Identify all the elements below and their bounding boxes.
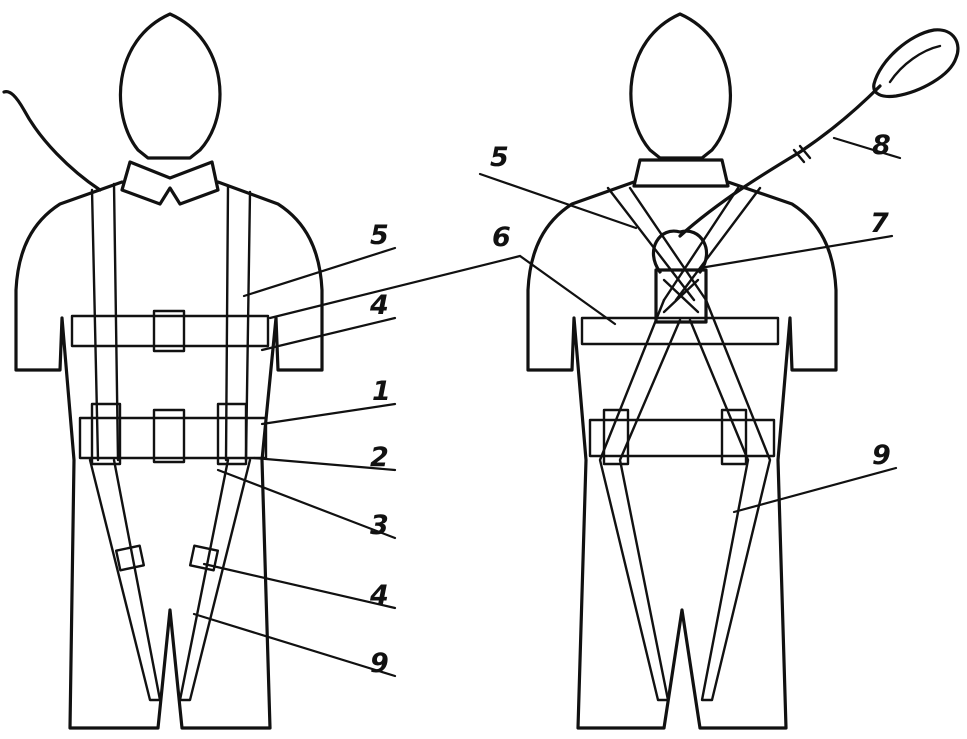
back-lanyard-binding xyxy=(792,144,812,164)
shared-callout-labels: 6 xyxy=(492,222,511,253)
leader-shared-6 xyxy=(268,254,617,326)
front-left-leg-buckle xyxy=(114,544,146,572)
back-waist-belt xyxy=(588,418,776,458)
leader-front-3 xyxy=(216,468,397,540)
back-plate-cross xyxy=(662,278,700,314)
back-leaders xyxy=(478,136,902,514)
leader-front-4-bottom xyxy=(202,562,397,610)
back-strap-lower-right xyxy=(688,298,772,702)
front-torso xyxy=(14,180,324,730)
front-right-leg-strap xyxy=(178,458,252,702)
leader-front-9 xyxy=(192,612,397,678)
back-lanyard xyxy=(678,84,882,238)
back-d-ring xyxy=(652,229,708,274)
front-chest-belt xyxy=(70,314,270,348)
back-figure xyxy=(526,12,960,730)
callout-back-9: 9 xyxy=(872,440,891,471)
front-lanyard xyxy=(2,90,102,192)
callout-front-4-bottom: 4 xyxy=(369,580,389,611)
carabiner-gate xyxy=(888,44,942,84)
leader-back-8 xyxy=(832,136,902,160)
callout-front-1: 1 xyxy=(372,376,391,407)
back-callout-labels: 5 7 8 9 xyxy=(490,130,891,471)
front-waist-loop-right xyxy=(216,402,248,466)
back-chest-belt xyxy=(580,316,780,346)
front-figure xyxy=(2,12,324,730)
front-left-shoulder-strap xyxy=(90,182,120,462)
callout-back-7: 7 xyxy=(870,208,889,239)
carabiner-icon xyxy=(872,28,960,99)
back-strap-lower-left xyxy=(598,298,682,702)
front-leaders xyxy=(192,246,397,678)
front-waist-loop-left xyxy=(90,402,122,466)
back-d-ring-plate xyxy=(654,268,708,324)
callout-front-4-top: 4 xyxy=(369,290,389,321)
callout-back-5: 5 xyxy=(490,142,509,173)
callout-shared-6: 6 xyxy=(492,222,511,253)
callout-front-5: 5 xyxy=(370,220,389,251)
back-strap-cross xyxy=(606,186,762,302)
leader-back-7 xyxy=(698,234,894,270)
shared-leaders xyxy=(268,254,617,326)
front-chest-buckle xyxy=(152,309,186,353)
front-waist-belt xyxy=(78,416,268,460)
front-collar xyxy=(120,160,220,206)
back-waist-loop-right xyxy=(720,408,748,466)
callout-front-9: 9 xyxy=(370,648,389,679)
front-left-leg-strap xyxy=(88,458,162,702)
front-waist-buckle xyxy=(152,408,186,464)
front-callout-labels: 5 4 1 2 3 4 9 xyxy=(369,220,391,679)
back-neck xyxy=(632,158,730,188)
callout-back-8: 8 xyxy=(872,130,891,161)
leader-front-5 xyxy=(242,246,397,298)
front-head xyxy=(118,12,222,160)
leader-front-2 xyxy=(252,456,397,472)
back-head xyxy=(629,12,732,160)
leader-back-9 xyxy=(732,466,898,514)
back-waist-loop-left xyxy=(602,408,630,466)
back-torso xyxy=(526,180,838,730)
callout-front-3: 3 xyxy=(370,510,389,541)
leader-front-1 xyxy=(260,402,397,426)
leader-front-4-top xyxy=(260,316,397,352)
leader-back-5 xyxy=(478,172,638,230)
callout-front-2: 2 xyxy=(370,442,389,473)
front-right-leg-buckle xyxy=(188,544,220,572)
